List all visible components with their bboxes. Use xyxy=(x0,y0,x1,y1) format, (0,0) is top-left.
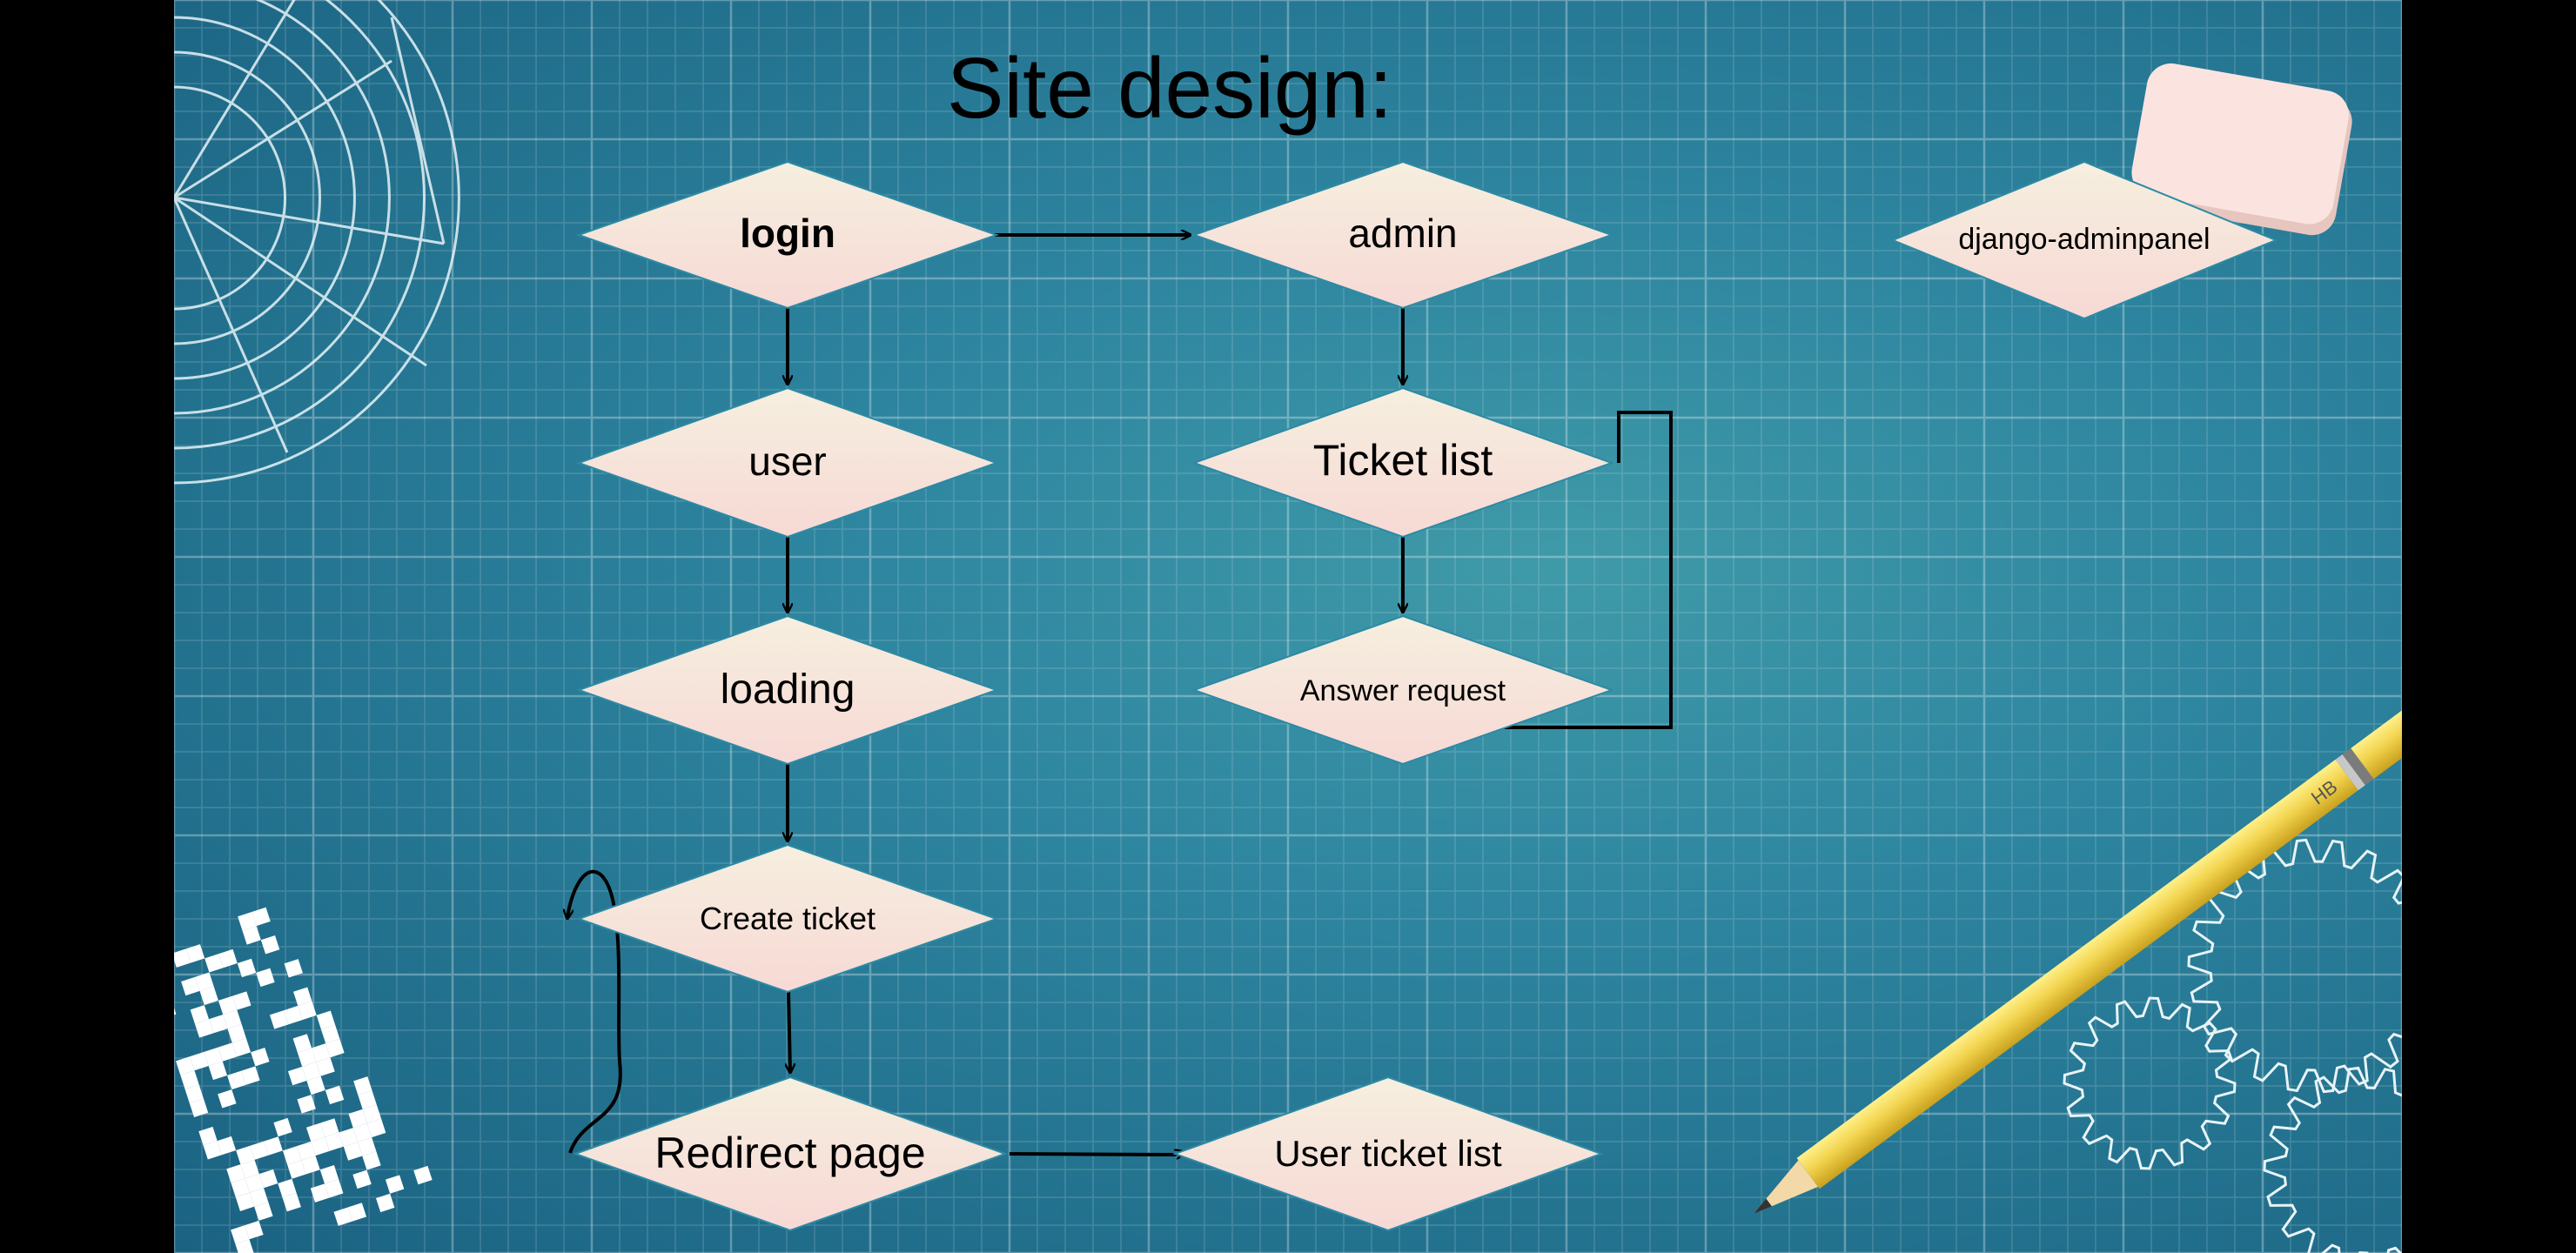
node-create-ticket: Create ticket xyxy=(575,843,1000,994)
slide-title: Site design: xyxy=(947,40,1392,136)
node-django-adminpanel-label: django-adminpanel xyxy=(1958,223,2210,256)
node-login: login xyxy=(575,160,1000,310)
node-user-label: user xyxy=(748,439,826,484)
node-django-adminpanel: django-adminpanel xyxy=(1890,160,2278,320)
node-user-ticket-list-label: User ticket list xyxy=(1274,1133,1502,1174)
node-admin: admin xyxy=(1191,160,1615,310)
pencil-decoration: HB xyxy=(1754,688,2402,1214)
node-answer-request: Answer request xyxy=(1191,614,1614,766)
node-login-label: login xyxy=(740,211,835,256)
slide-canvas: HB Site design: login admin d xyxy=(174,0,2402,1253)
node-redirect-page-label: Redirect page xyxy=(654,1129,925,1177)
node-answer-request-label: Answer request xyxy=(1300,674,1506,707)
node-redirect-page: Redirect page xyxy=(573,1075,1008,1232)
slide-artwork: HB Site design: login admin d xyxy=(174,0,2402,1253)
protractor-decoration xyxy=(174,0,460,485)
node-ticket-list-label: Ticket list xyxy=(1313,436,1493,485)
node-ticket-list: Ticket list xyxy=(1191,386,1614,539)
eraser-decoration xyxy=(2131,63,2352,236)
qr-code-decoration xyxy=(174,907,433,1253)
node-loading: loading xyxy=(576,614,999,766)
arrow-redirect-to-user-tickets xyxy=(1009,1152,1184,1155)
node-loading-label: loading xyxy=(721,667,855,713)
node-user: user xyxy=(576,386,999,539)
node-create-ticket-label: Create ticket xyxy=(700,901,875,936)
node-admin-label: admin xyxy=(1348,211,1457,256)
arrow-redirect-loop xyxy=(567,870,622,1154)
gears-decoration xyxy=(2063,838,2402,1253)
node-user-ticket-list: User ticket list xyxy=(1172,1075,1604,1232)
arrow-create-ticket-to-redirect xyxy=(788,991,790,1072)
